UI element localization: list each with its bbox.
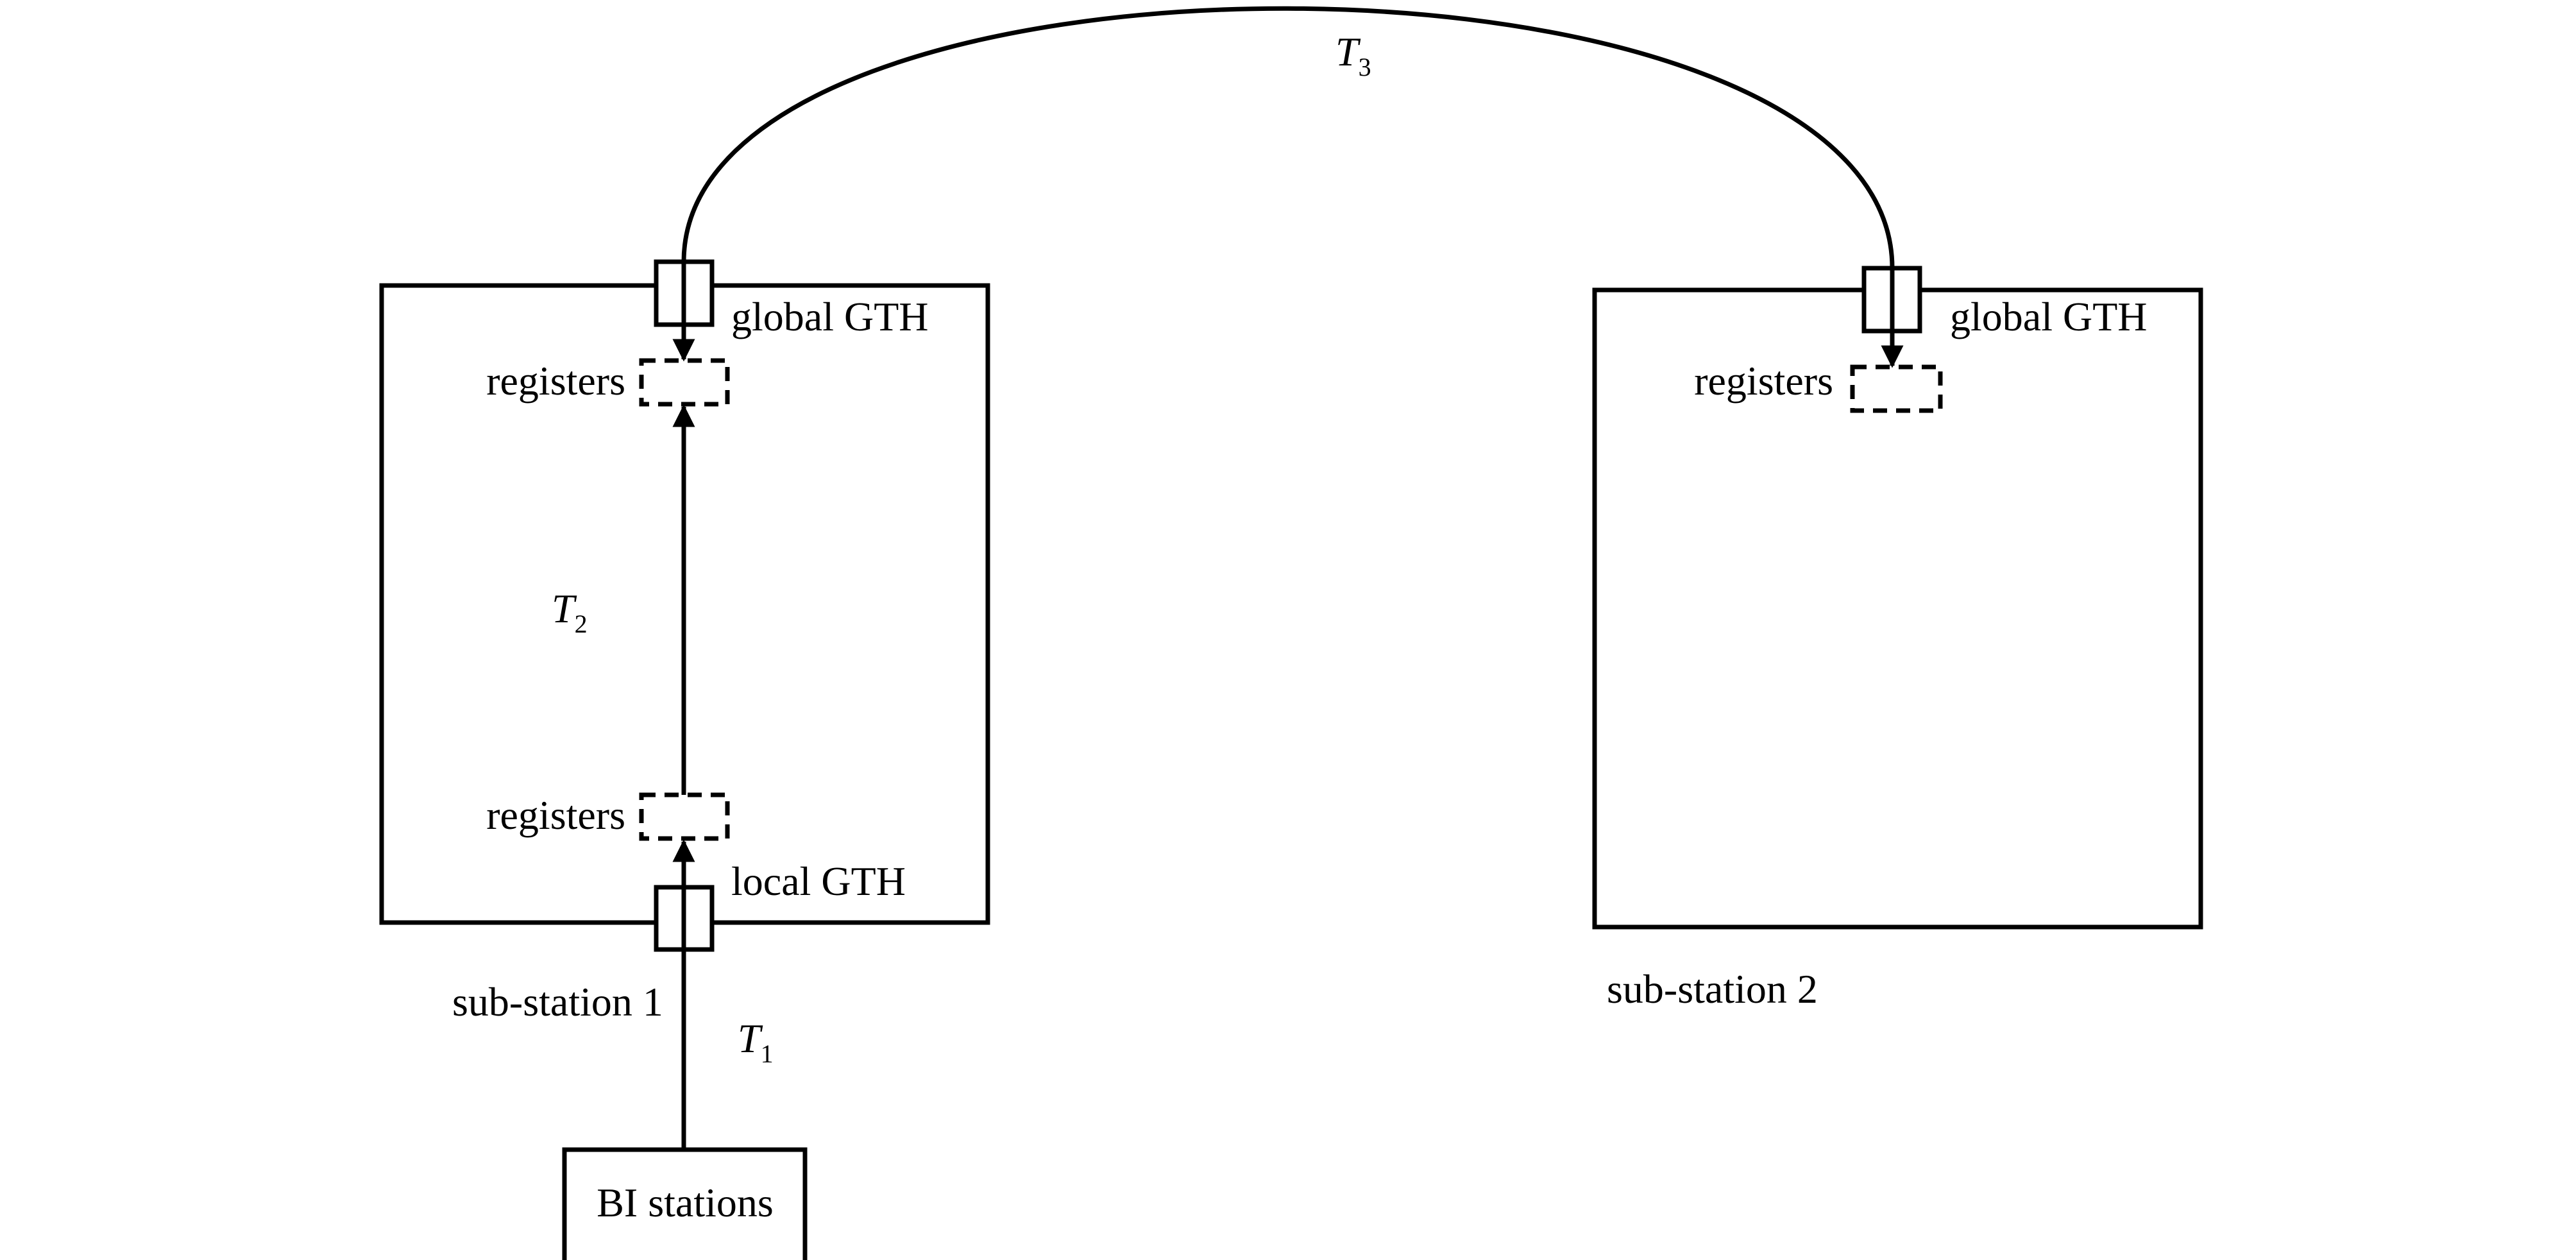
t3-subscript: 3 <box>1359 53 1371 81</box>
substation-2 <box>1592 266 2203 930</box>
bi-stations-label: BI stations <box>597 1180 774 1225</box>
t3-link-arc <box>681 6 1895 269</box>
substation-1-global-gth-label: global GTH <box>731 294 929 339</box>
t1-subscript: 1 <box>761 1039 774 1068</box>
t1-symbol: T <box>738 1016 763 1061</box>
t3-symbol: T <box>1335 29 1361 74</box>
substation-1-top-registers <box>639 358 730 407</box>
t2-symbol: T <box>552 586 577 631</box>
substation-1-bottom-registers <box>639 792 730 841</box>
substation-2-registers-label: registers <box>1694 358 1833 404</box>
t1-label: T1 <box>738 1016 774 1068</box>
substation-1-name-label: sub-station 1 <box>452 979 663 1025</box>
t3-label: T3 <box>1335 29 1371 81</box>
substation-2-name-label: sub-station 2 <box>1607 966 1818 1012</box>
t2-label: T2 <box>552 586 588 638</box>
substation-1-top-registers-label: registers <box>486 358 625 404</box>
substation-1-bottom-registers-label: registers <box>486 792 625 838</box>
t2-subscript: 2 <box>575 609 588 638</box>
substation-2-registers <box>1850 364 1943 413</box>
substation-1-local-gth-label: local GTH <box>731 858 906 904</box>
substation-2-global-gth-label: global GTH <box>1950 294 2148 339</box>
